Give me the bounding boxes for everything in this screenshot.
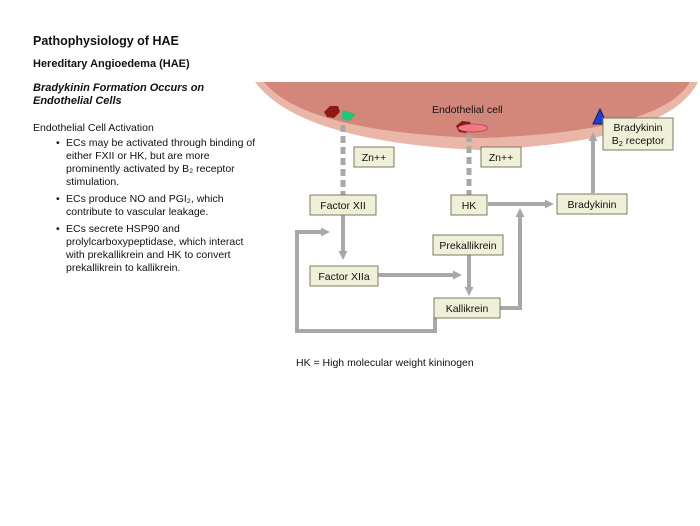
zn-label-2: Zn++ xyxy=(489,152,514,164)
kallikrein-label: Kallikrein xyxy=(446,303,489,315)
b2-receptor-label-line1: Bradykinin xyxy=(613,122,662,134)
prekallikrein-label: Prekallikrein xyxy=(439,240,496,252)
b2-receptor-subscript: 2 xyxy=(619,139,623,148)
page-title: Pathophysiology of HAE xyxy=(33,34,179,48)
footnote: HK = High molecular weight kininogen xyxy=(296,357,474,369)
section-title: Bradykinin Formation Occurs on Endotheli… xyxy=(33,82,205,107)
hk-box xyxy=(450,194,488,216)
zn-box-1 xyxy=(353,146,395,168)
endothelial-cell-label: Endothelial cell xyxy=(432,104,503,116)
zn-label-1: Zn++ xyxy=(362,152,387,164)
page-subtitle: Hereditary Angioedema (HAE) xyxy=(33,58,190,70)
factor-xii-label: Factor XII xyxy=(320,200,366,212)
fxii-binding-marker xyxy=(341,110,356,121)
endothelial-cell-inner xyxy=(264,82,690,138)
zn-box-2 xyxy=(480,146,522,168)
bullet-list: ECs may be activated through binding of … xyxy=(56,137,261,279)
bradykinin-label: Bradykinin xyxy=(567,199,616,211)
prekallikrein-box xyxy=(432,234,504,256)
arrow-kallikrein-to-hk xyxy=(500,208,525,310)
b2-receptor-box xyxy=(602,117,674,151)
bullet-item: ECs secrete HSP90 and prolylcarboxypepti… xyxy=(56,223,261,275)
fxii-receptor-marker xyxy=(324,106,340,118)
feedback-arrow-kallikrein-to-factorxii xyxy=(295,227,437,333)
b2-receptor-suffix: receptor xyxy=(623,135,665,147)
factor-xii-box xyxy=(309,194,377,216)
activation-heading: Endothelial Cell Activation xyxy=(33,122,154,134)
b2-receptor-label-line2: B2 receptor xyxy=(612,135,665,148)
bullet-item: ECs produce NO and PGI₂, which contribut… xyxy=(56,193,261,219)
hk-label: HK xyxy=(462,200,477,212)
factor-xiia-label: Factor XIIa xyxy=(318,271,370,283)
bradykinin-box xyxy=(556,193,628,215)
b2-receptor-prefix: B xyxy=(612,135,619,147)
hk-binding-marker xyxy=(457,123,489,133)
kallikrein-box xyxy=(433,297,501,319)
factor-xiia-box xyxy=(309,265,379,287)
bullet-item: ECs may be activated through binding of … xyxy=(56,137,261,189)
